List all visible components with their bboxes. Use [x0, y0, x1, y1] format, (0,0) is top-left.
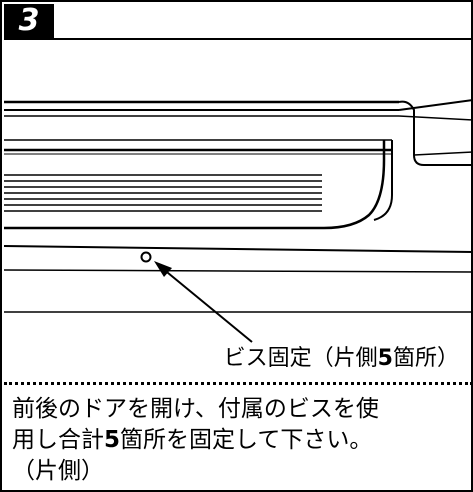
scuff-plate-outline [4, 140, 386, 230]
door-edge [413, 151, 473, 156]
door-edge [373, 140, 393, 221]
callout-count: 5 [377, 346, 393, 371]
instruction-text: 前後のドアを開け、付属のビスを使 用し合計5箇所を固定して下さい。 （片側） [12, 394, 464, 487]
sill-line [4, 245, 473, 253]
instruction-line-3: （片側） [12, 458, 104, 484]
door-edge [398, 115, 473, 121]
instruction-line-2-suffix: 箇所を固定して下さい。 [120, 427, 373, 453]
instruction-line-2: 用し合計5箇所を固定して下さい。 [12, 425, 464, 456]
door-edge [398, 100, 473, 166]
callout-suffix: 箇所） [392, 346, 459, 371]
callout-prefix: ビス固定（片側 [223, 346, 378, 371]
illustration-area [4, 38, 473, 383]
step-number: 3 [18, 3, 40, 38]
step-number-badge: 3 [4, 4, 54, 38]
sill-line [4, 269, 473, 273]
arrow-head [154, 261, 172, 277]
instruction-line-1: 前後のドアを開け、付属のビスを使 [12, 396, 379, 422]
door-sill-illustration [4, 99, 473, 343]
screw-callout: ビス固定（片側5箇所） [224, 340, 459, 372]
leader-line [161, 267, 253, 343]
screw-hole [140, 251, 152, 263]
door-edge [398, 99, 473, 111]
dotted-divider [4, 382, 473, 385]
instruction-count: 5 [104, 427, 121, 453]
instruction-line-2-prefix: 用し合計 [12, 427, 104, 453]
